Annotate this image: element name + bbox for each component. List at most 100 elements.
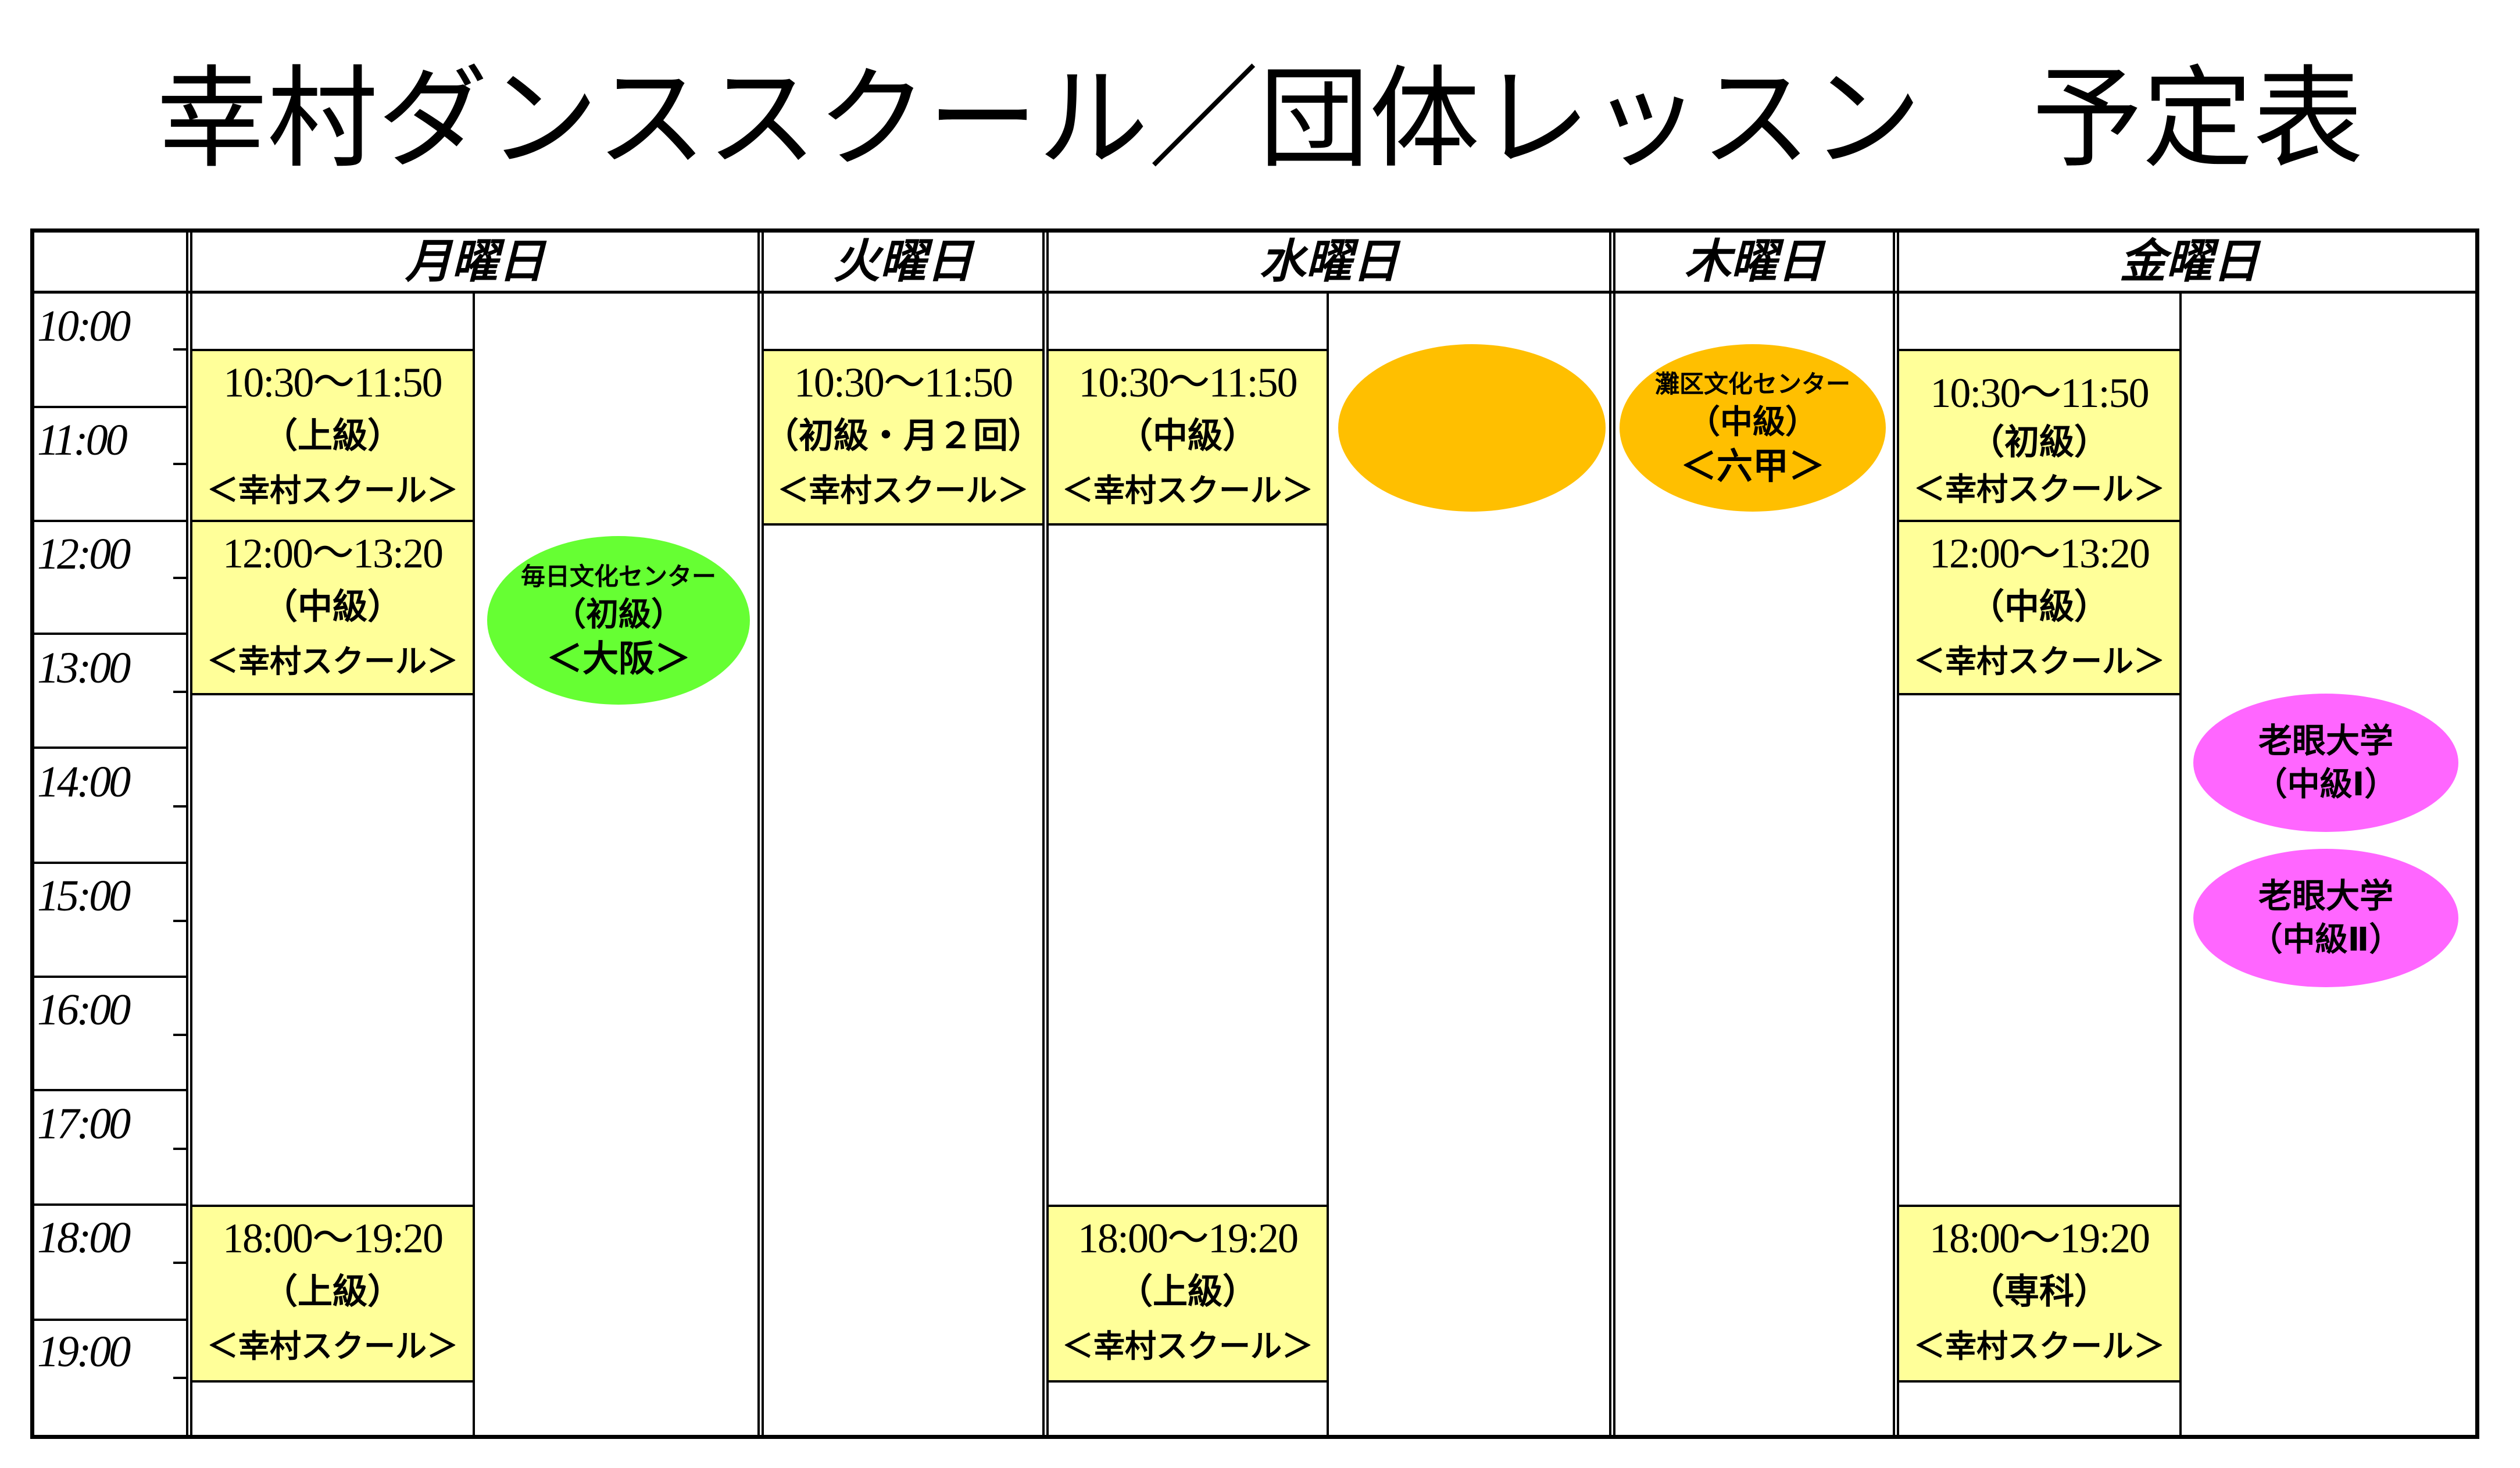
oval-venue: 毎日文化センター [520,562,716,591]
time-label: 17:00 [37,1099,131,1148]
time-tick [173,1034,186,1036]
class-level: （上級） [263,416,402,456]
oval-event-osaka: 毎日文化センター （初級） ＜大阪＞ [487,536,750,705]
time-label: 16:00 [37,985,131,1034]
time-tick [173,1262,186,1264]
class-venue: ＜幸村スクール＞ [1062,472,1313,509]
time-divider [30,520,187,522]
class-time: 10:30〜11:50 [223,359,442,406]
oval-location: ＜六甲＞ [1680,445,1825,487]
oval-title: 老眼大学 [2258,721,2393,760]
class-level: （上級） [263,1271,402,1312]
oval-level: （初級） [553,596,684,634]
monday-tuesday-border-double [762,228,764,1439]
time-divider [30,633,187,635]
class-venue: ＜幸村スクール＞ [1914,643,2165,680]
class-time: 10:30〜11:50 [1930,370,2149,416]
time-tick [173,348,186,351]
time-divider [30,406,187,408]
wednesday-subcolumn-divider [1327,294,1329,1439]
class-time: 18:00〜19:20 [222,1215,444,1262]
wednesday-thursday-border-double [1613,228,1615,1439]
class-level: （専科） [1969,1271,2109,1312]
header-divider [30,291,2479,294]
class-venue: ＜幸村スクール＞ [1062,1328,1313,1365]
class-level: （上級） [1118,1271,1257,1312]
class-venue: ＜幸村スクール＞ [207,472,458,509]
time-tick [173,1377,186,1379]
thursday-friday-border-double [1897,228,1899,1439]
class-time: 12:00〜13:20 [1929,530,2150,577]
time-divider [30,746,187,749]
time-tick [173,1148,186,1150]
time-label: 12:00 [37,530,131,578]
time-tick [173,691,186,693]
class-level: （中級） [263,587,402,627]
class-time: 10:30〜11:50 [793,359,1013,406]
oval-event-rougan-2: 老眼大学 （中級Ⅱ） [2193,849,2458,987]
day-header-friday: 金曜日 [2119,234,2259,288]
time-tick [173,577,186,579]
time-label: 19:00 [37,1327,131,1376]
time-label: 14:00 [37,758,131,806]
time-column-border-double [190,228,192,1439]
oval-location: ＜大阪＞ [546,637,691,680]
class-block-friday-2: 12:00〜13:20 （中級） ＜幸村スクール＞ [1899,520,2179,695]
class-block-wednesday-1: 10:30〜11:50 （中級） ＜幸村スクール＞ [1049,349,1327,526]
time-divider [30,976,187,978]
class-time: 18:00〜19:20 [1077,1215,1299,1262]
time-divider [30,1319,187,1321]
class-venue: ＜幸村スクール＞ [207,643,458,680]
oval-event-rougan-1: 老眼大学 （中級Ⅰ） [2193,694,2458,832]
oval-level: （中級） [1688,403,1818,441]
time-tick [173,920,186,922]
class-venue: ＜幸村スクール＞ [207,1328,458,1365]
time-divider [30,1089,187,1091]
class-block-monday-3: 18:00〜19:20 （上級） ＜幸村スクール＞ [192,1205,473,1383]
page-title: 幸村ダンススクール／団体レッスン 予定表 [156,55,2364,183]
time-label: 18:00 [37,1213,131,1262]
class-level: （中級） [1118,416,1257,456]
oval-level: （中級Ⅰ） [2254,766,2397,803]
time-tick [173,805,186,808]
oval-event-rokko: 灘区文化センター （中級） ＜六甲＞ [1620,344,1886,512]
oval-venue: 灘区文化センター [1654,370,1850,398]
class-level: （中級） [1969,587,2109,627]
time-divider [30,1203,187,1206]
tuesday-wednesday-border-double [1046,228,1049,1439]
day-header-monday: 月曜日 [405,234,545,288]
class-venue: ＜幸村スクール＞ [777,472,1029,509]
thursday-friday-border [1893,228,1895,1439]
class-block-tuesday-1: 10:30〜11:50 （初級・月２回） ＜幸村スクール＞ [764,349,1043,526]
friday-subcolumn-divider [2179,294,2182,1439]
class-block-monday-2: 12:00〜13:20 （中級） ＜幸村スクール＞ [192,520,473,695]
oval-title: 老眼大学 [2258,876,2393,916]
class-level: （初級・月２回） [764,416,1043,456]
class-level: （初級） [1969,422,2109,463]
class-block-monday-1: 10:30〜11:50 （上級） ＜幸村スクール＞ [192,349,473,522]
time-column-border [186,228,188,1439]
time-label: 13:00 [37,644,131,692]
class-block-friday-1: 10:30〜11:50 （初級） ＜幸村スクール＞ [1899,349,2179,522]
time-label: 11:00 [37,416,128,465]
day-header-tuesday: 火曜日 [833,234,973,288]
time-tick [173,463,186,465]
time-label: 10:00 [37,302,131,351]
table-frame [30,228,2479,1439]
class-time: 10:30〜11:50 [1078,359,1297,406]
class-block-wednesday-2: 18:00〜19:20 （上級） ＜幸村スクール＞ [1049,1205,1327,1383]
class-block-friday-3: 18:00〜19:20 （専科） ＜幸村スクール＞ [1899,1205,2179,1383]
wednesday-thursday-border [1609,228,1611,1439]
time-divider [30,862,187,864]
monday-subcolumn-divider [473,294,475,1439]
class-venue: ＜幸村スクール＞ [1914,1328,2165,1365]
monday-tuesday-border [757,228,760,1439]
day-header-thursday: 木曜日 [1684,234,1824,288]
oval-level: （中級Ⅱ） [2250,921,2402,959]
class-venue: ＜幸村スクール＞ [1914,471,2165,508]
class-time: 12:00〜13:20 [222,530,444,577]
day-header-wednesday: 水曜日 [1259,234,1399,288]
oval-event-blank [1338,344,1606,512]
class-time: 18:00〜19:20 [1929,1215,2150,1262]
time-label: 15:00 [37,871,131,920]
